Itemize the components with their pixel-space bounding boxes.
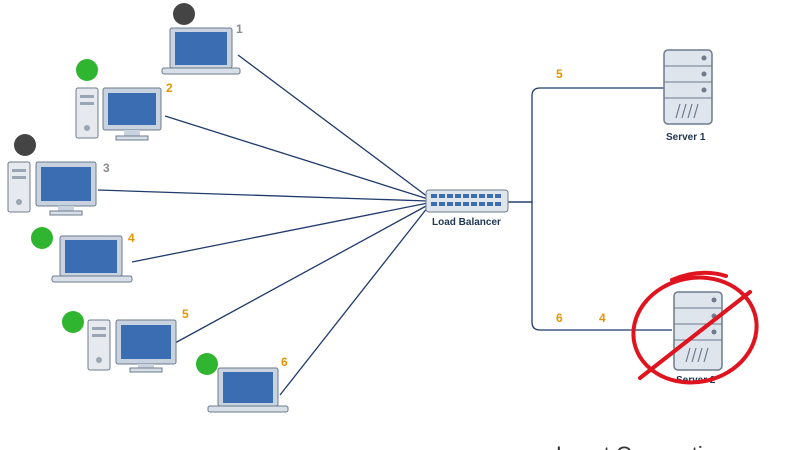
status-indicator-active <box>62 311 84 333</box>
diagram-caption: Least Connections <box>556 442 738 450</box>
client-3: 3 <box>7 134 110 216</box>
server-2: Server 2 6 4 <box>556 270 759 386</box>
desktop-icon <box>75 87 162 141</box>
client-link-2 <box>164 115 429 200</box>
client-6-number: 6 <box>281 355 288 369</box>
prohibited-icon <box>631 270 759 385</box>
status-indicator-active <box>196 353 218 375</box>
server-1-connection-count: 5 <box>556 67 563 81</box>
laptop-icon <box>51 235 133 283</box>
client-link-1 <box>237 54 429 198</box>
status-indicator-inactive <box>173 3 195 25</box>
desktop-icon <box>7 161 97 216</box>
client-6: 6 <box>196 353 289 413</box>
client-1-number: 1 <box>236 22 243 36</box>
client-5: 5 <box>62 307 189 373</box>
status-indicator-active <box>76 59 98 81</box>
load-balancer-label: Load Balancer <box>432 217 501 228</box>
client-2: 2 <box>75 59 173 141</box>
client-5-number: 5 <box>182 307 189 321</box>
laptop-icon <box>161 27 241 75</box>
client-link-3 <box>97 189 429 202</box>
client-link-6 <box>279 206 429 396</box>
client-3-number: 3 <box>103 161 110 175</box>
client-4: 4 <box>31 227 135 283</box>
server-2-connection-count: 6 <box>556 311 563 325</box>
server-1: Server 1 5 <box>556 49 713 143</box>
client-link-5 <box>174 204 429 344</box>
client-link-4 <box>131 202 429 263</box>
server-1-label: Server 1 <box>666 132 706 143</box>
server-2-connection-count: 4 <box>599 311 606 325</box>
client-2-number: 2 <box>166 81 173 95</box>
desktop-icon <box>87 319 177 373</box>
server-icon <box>663 49 713 125</box>
switch-icon <box>425 189 509 213</box>
laptop-icon <box>207 367 289 413</box>
client-links <box>97 54 429 396</box>
status-indicator-inactive <box>14 134 36 156</box>
status-indicator-active <box>31 227 53 249</box>
server-link-1 <box>508 87 665 203</box>
client-4-number: 4 <box>128 231 135 245</box>
server-link-2 <box>508 201 672 331</box>
load-balancer: Load Balancer <box>425 189 509 228</box>
server-links <box>508 87 672 331</box>
client-1: 1 <box>161 3 243 75</box>
